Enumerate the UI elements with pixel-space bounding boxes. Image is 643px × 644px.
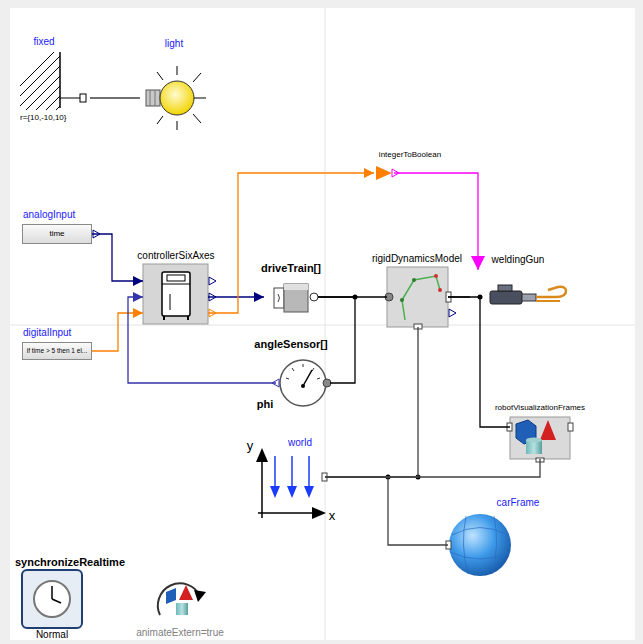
- block-label: integerToBoolean: [379, 150, 441, 160]
- light-source: light: [140, 72, 216, 126]
- body-shape: carFrame: [448, 513, 512, 577]
- connector-line: [208, 173, 374, 313]
- block-label: world: [288, 437, 312, 449]
- world-frame: worldyx: [258, 450, 325, 520]
- block-label: robotVisualizationFrames: [495, 403, 585, 413]
- block-label: carFrame: [497, 497, 540, 509]
- connector-line: [128, 297, 276, 383]
- multibody-model: rigidDynamicsModel: [387, 267, 448, 327]
- block-label: rigidDynamicsModel: [372, 253, 462, 265]
- fixed-frame: fixedr={10,-10,10}: [18, 50, 90, 112]
- block-label: digitalInput: [23, 327, 71, 339]
- connector-line: [92, 313, 143, 351]
- block-label: x: [329, 508, 336, 524]
- connector-line: [325, 327, 418, 477]
- block-label: analogInput: [23, 209, 75, 221]
- connector-line: [325, 477, 448, 545]
- connector-line: [90, 97, 140, 98]
- block-label: phi: [257, 398, 274, 411]
- block-label: driveTrain[]: [261, 262, 321, 275]
- block-label: fixed: [33, 36, 54, 48]
- block-label: light: [165, 38, 183, 50]
- block-label: r={10,-10,10}: [20, 113, 66, 123]
- block-label: Normal: [36, 629, 68, 641]
- block-value: time: [23, 229, 91, 239]
- block-label: animateExtern=true: [136, 627, 224, 639]
- animation-icon: animateExtern=true: [150, 575, 206, 625]
- drive-train: driveTrain[]: [264, 282, 318, 312]
- signal-source: digitalInputif time > 5 then 1 el...: [22, 342, 92, 360]
- welding-gun: weldingGun: [470, 270, 570, 310]
- block-label: angleSensor[]: [254, 338, 327, 351]
- connector-line: [208, 296, 264, 297]
- block-label: controllerSixAxes: [137, 250, 214, 262]
- block-label: weldingGun: [492, 254, 545, 266]
- block-label: synchronizeRealtime: [15, 556, 125, 569]
- block-label: y: [247, 438, 254, 454]
- visualization-block: robotVisualizationFrames: [510, 417, 570, 459]
- realtime-clock: synchronizeRealtimeNormal: [22, 570, 82, 628]
- connector-line: [92, 234, 143, 281]
- type-converter: integerToBoolean: [374, 164, 394, 182]
- connector-line: [325, 459, 540, 477]
- signal-source: analogInputtime: [22, 224, 92, 244]
- angle-sensor: angleSensor[]phi: [276, 359, 330, 407]
- controller-block: controllerSixAxes: [143, 264, 208, 324]
- block-value: if time > 5 then 1 el...: [23, 347, 91, 355]
